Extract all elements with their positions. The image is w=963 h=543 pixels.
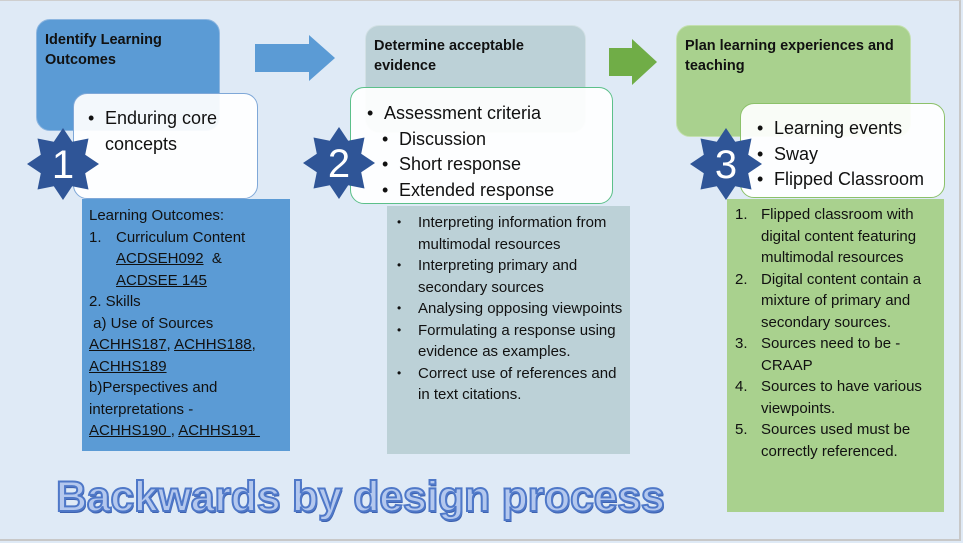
plan-item: 4.Sources to have various viewpoints. — [735, 378, 922, 417]
summary-bullet: Flipped Classroom — [757, 167, 934, 193]
stage-1-summary-box: Enduring core concepts — [73, 93, 258, 199]
summary-bullet: Learning events — [757, 116, 934, 142]
stage-2-summary-box: Assessment criteria Discussion Short res… — [350, 87, 613, 204]
evidence-item: Formulating a response using evidence as… — [394, 320, 624, 363]
star-icon: 3 — [690, 128, 762, 200]
stage-number: 2 — [328, 142, 350, 186]
summary-bullet: Sway — [757, 142, 934, 168]
plan-item: 1.Flipped classroom with digital content… — [735, 206, 917, 266]
summary-sub-bullet: Discussion — [367, 127, 602, 153]
summary-sub-bullet: Short response — [367, 152, 602, 178]
evidence-item: Interpreting primary and secondary sourc… — [394, 255, 624, 298]
learning-outcomes-label: Learning Outcomes: — [89, 207, 225, 224]
code-link-achhs191[interactable]: ACHHS191 — [178, 422, 260, 439]
code-link-achhs187[interactable]: ACHHS187 — [89, 336, 167, 353]
star-icon: 1 — [27, 128, 99, 200]
summary-bullet: Assessment criteria — [367, 101, 602, 127]
perspectives-label: b)Perspectives and interpretations - — [89, 379, 218, 418]
code-link-acdsee145[interactable]: ACDSEE 145 — [116, 271, 207, 289]
stage-number: 3 — [715, 143, 737, 187]
use-of-sources-label: a) Use of Sources — [89, 314, 214, 332]
stage-2-heading: Determine acceptable evidence — [374, 38, 524, 74]
summary-sub-bullet: Extended response — [367, 178, 602, 204]
code-link-achhs190[interactable]: ACHHS190 — [89, 422, 171, 439]
diagram-title: Backwards by design process — [55, 472, 666, 522]
code-link-acdseh092[interactable]: ACDSEH092 — [116, 250, 204, 267]
arrow-right-icon — [255, 35, 335, 81]
stage-number: 1 — [52, 143, 74, 187]
curriculum-content-item: 1. Curriculum Content — [89, 228, 246, 246]
stage-3-heading: Plan learning experiences and teaching — [685, 38, 894, 74]
evidence-item: Interpreting information from multimodal… — [394, 212, 624, 255]
plan-item: 3.Sources need to be - CRAAP — [735, 335, 901, 374]
stage-3-detail-box: 1.Flipped classroom with digital content… — [727, 199, 944, 512]
summary-bullet: Enduring core concepts — [88, 106, 247, 157]
code-link-achhs189[interactable]: ACHHS189 — [89, 357, 167, 375]
plan-item: 2.Digital content contain a mixture of p… — [735, 270, 922, 331]
stage-1-heading: Identify Learning Outcomes — [45, 32, 162, 68]
stage-3-star-badge: 3 — [690, 128, 762, 200]
stage-1-detail-box: Learning Outcomes: 1. Curriculum Content… — [82, 199, 290, 451]
arrow-right-icon — [609, 39, 657, 85]
stage-3-summary-box: Learning events Sway Flipped Classroom — [740, 103, 945, 198]
stage-1-star-badge: 1 — [27, 128, 99, 200]
code-link-achhs188[interactable]: ACHHS188 — [174, 336, 252, 353]
star-icon: 2 — [303, 127, 375, 199]
skills-label: 2. Skills — [89, 293, 141, 310]
stage-2-star-badge: 2 — [303, 127, 375, 199]
evidence-item: Correct use of references and in text ci… — [394, 363, 624, 406]
plan-item: 5.Sources used must be correctly referen… — [735, 421, 911, 460]
evidence-item: Analysing opposing viewpoints — [394, 298, 624, 320]
stage-2-detail-box: Interpreting information from multimodal… — [387, 206, 630, 454]
